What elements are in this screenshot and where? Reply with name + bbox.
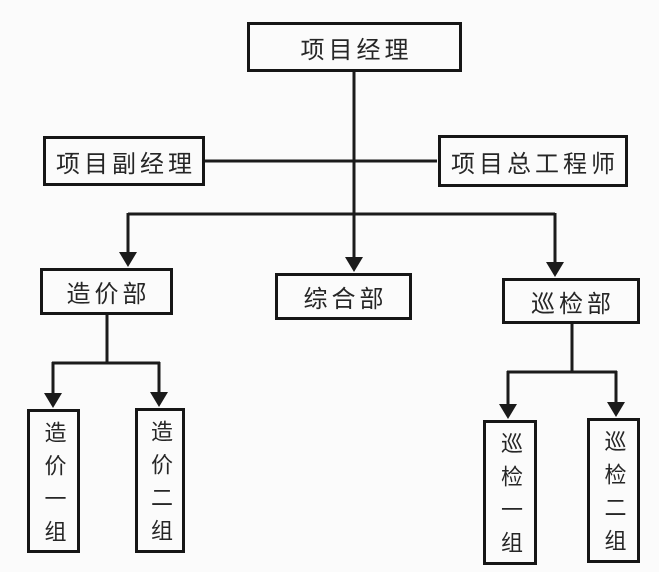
arrowhead-inspection-group-2: [607, 402, 625, 417]
arrowhead-cost-group-2: [150, 392, 168, 407]
arrowhead-cost-group-1: [44, 393, 62, 408]
node-deputy-project-manager-label: 项目副经理: [56, 150, 196, 178]
node-inspection-group-1-label: 巡检一组: [498, 432, 523, 564]
node-project-manager: 项目经理: [247, 22, 462, 72]
node-cost-group-1: 造价一组: [27, 409, 80, 553]
node-general-department-label: 综合部: [303, 286, 388, 313]
node-project-manager-label: 项目经理: [300, 36, 413, 64]
node-general-department: 综合部: [275, 273, 412, 320]
node-deputy-project-manager: 项目副经理: [43, 136, 205, 186]
arrowhead-general-dept: [345, 257, 363, 272]
node-cost-department: 造价部: [40, 268, 173, 315]
node-inspection-department-label: 巡检部: [531, 290, 615, 318]
node-inspection-group-1: 巡检一组: [483, 420, 537, 565]
node-cost-group-1-label: 造价一组: [41, 420, 67, 553]
node-project-chief-engineer: 项目总工程师: [438, 135, 628, 187]
arrowhead-inspection-group-1: [499, 404, 517, 419]
node-cost-group-2-label: 造价二组: [148, 420, 173, 552]
node-cost-department-label: 造价部: [66, 281, 151, 308]
arrowhead-cost-dept: [119, 252, 137, 267]
node-inspection-group-2: 巡检二组: [587, 418, 640, 563]
node-cost-group-2: 造价二组: [135, 408, 185, 553]
node-inspection-group-2-label: 巡检二组: [601, 430, 627, 562]
arrowhead-inspection-dept: [546, 262, 564, 277]
node-inspection-department: 巡检部: [502, 278, 640, 324]
node-project-chief-engineer-label: 项目总工程师: [451, 150, 619, 178]
